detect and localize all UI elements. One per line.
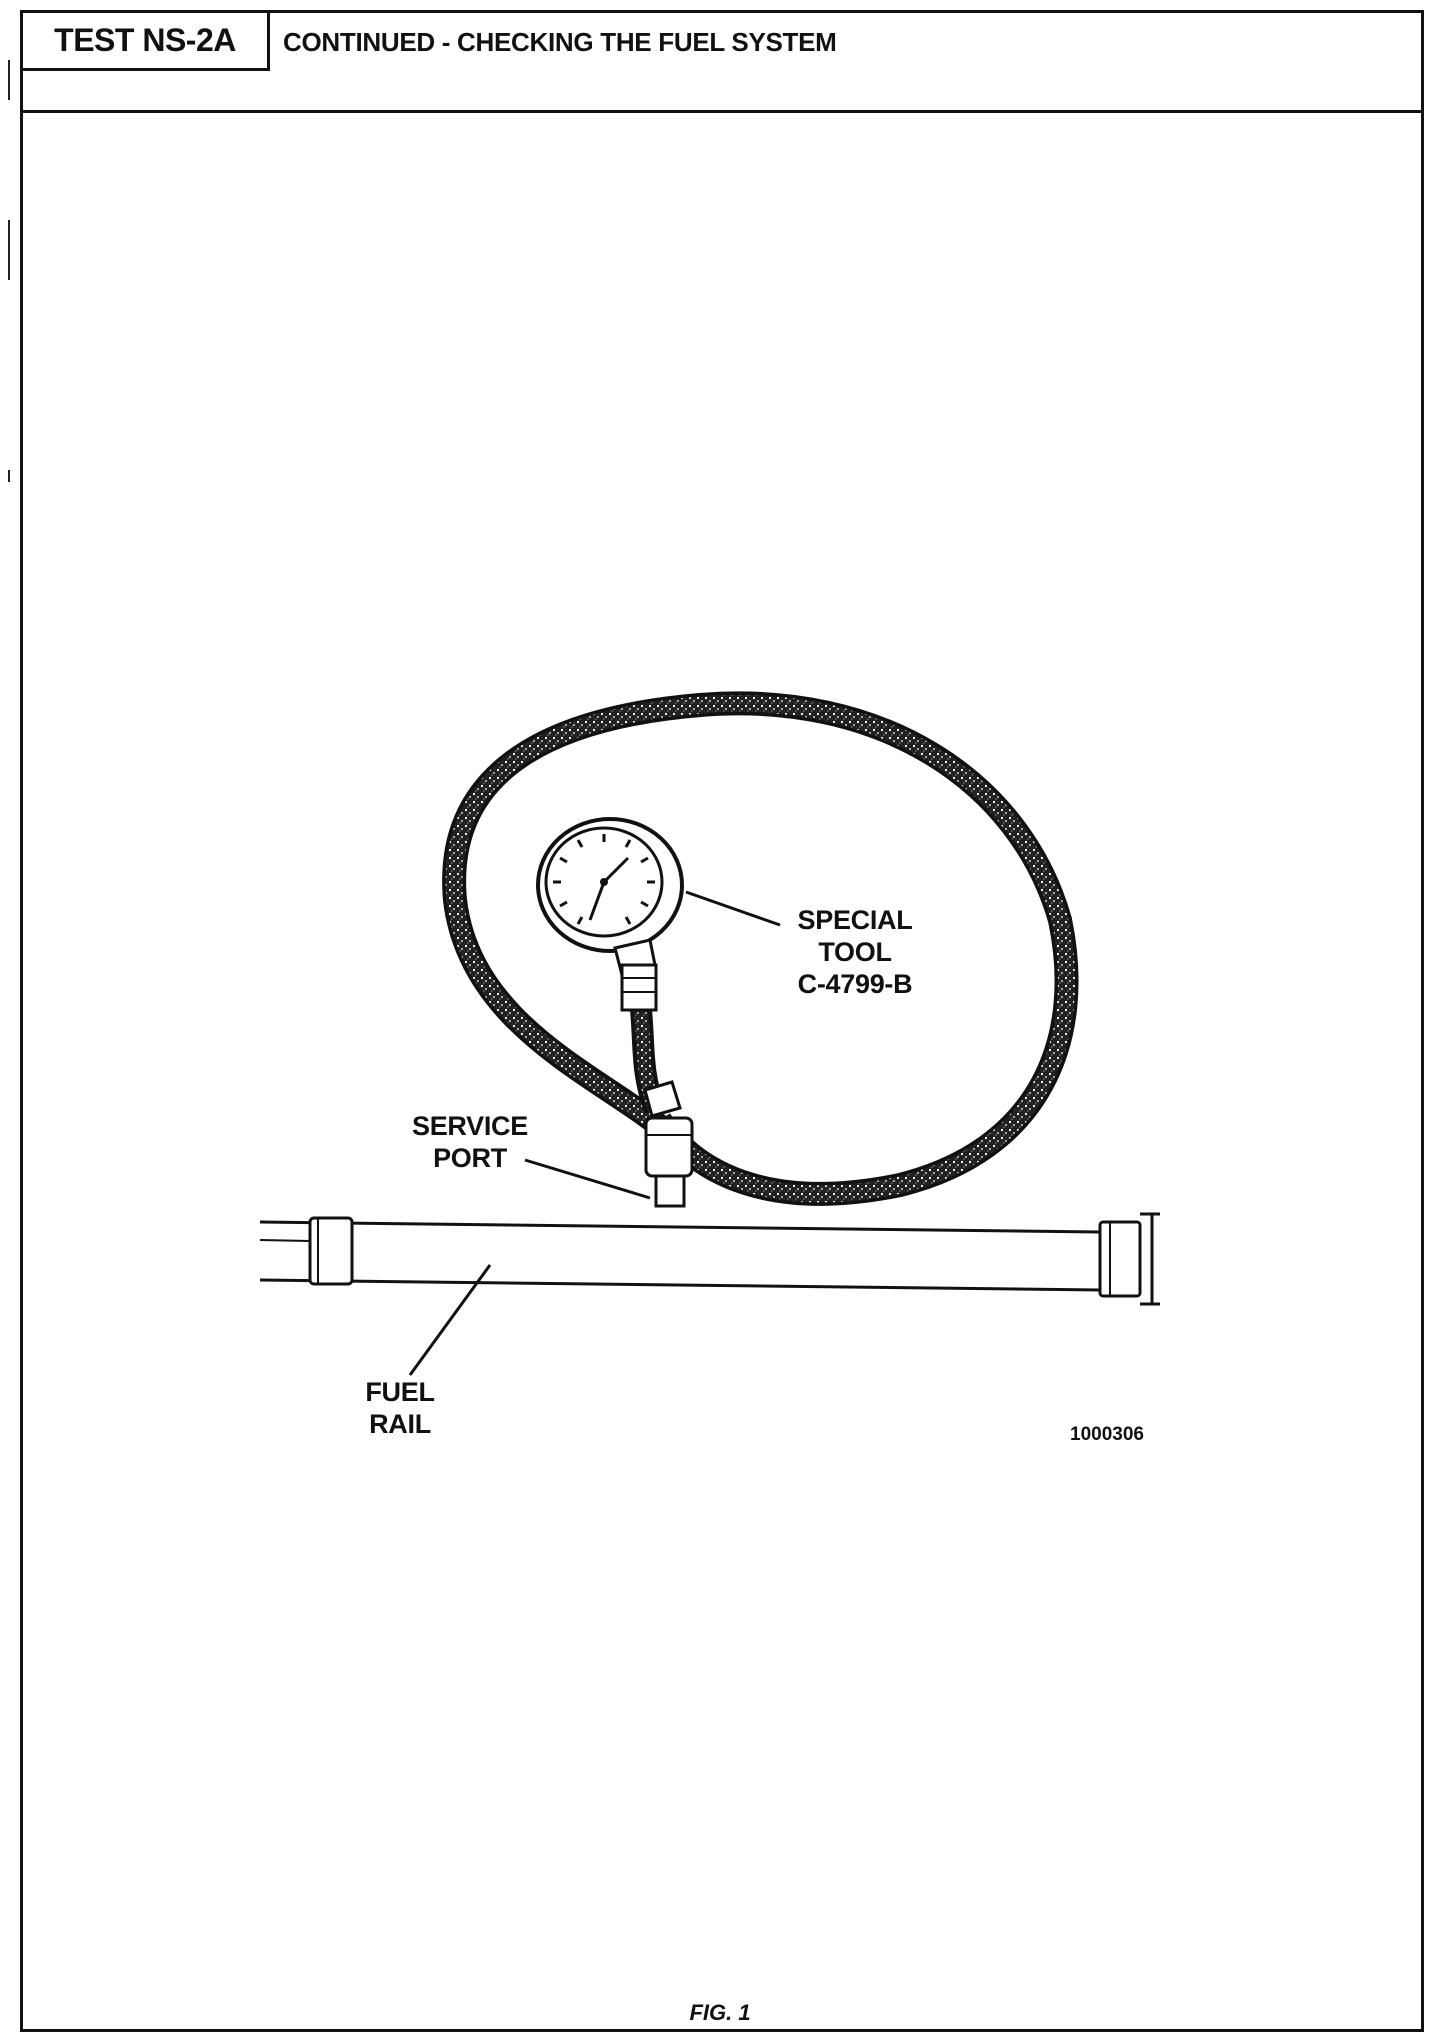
special-tool-label: SPECIAL TOOL C-4799-B xyxy=(797,905,913,999)
leader-line-special-tool xyxy=(685,890,781,927)
fuel-hose-icon xyxy=(442,691,1079,1206)
test-id: TEST NS-2A xyxy=(54,22,236,58)
page-title: CONTINUED - CHECKING THE FUEL SYSTEM xyxy=(283,27,837,57)
margin-mark xyxy=(8,220,10,280)
figure-caption: FIG. 1 xyxy=(689,2000,751,2025)
service-port-label: SERVICE PORT xyxy=(412,1111,528,1173)
margin-mark xyxy=(8,60,10,100)
leader-line-fuel-rail xyxy=(408,1264,492,1376)
figure-reference-number: 1000306 xyxy=(1070,1424,1144,1445)
coupler-icon xyxy=(643,1080,694,1208)
margin-mark xyxy=(8,470,10,482)
leader-line-service-port xyxy=(524,1158,651,1200)
header-row: TEST NS-2A CONTINUED - CHECKING THE FUEL… xyxy=(23,13,1421,113)
page-frame: TEST NS-2A CONTINUED - CHECKING THE FUEL… xyxy=(20,10,1424,2032)
fuel-rail-label: FUEL RAIL xyxy=(365,1377,435,1439)
pressure-gauge-icon xyxy=(536,817,684,1012)
test-id-box: TEST NS-2A xyxy=(23,13,270,71)
fuel-rail-icon xyxy=(259,1212,1160,1306)
